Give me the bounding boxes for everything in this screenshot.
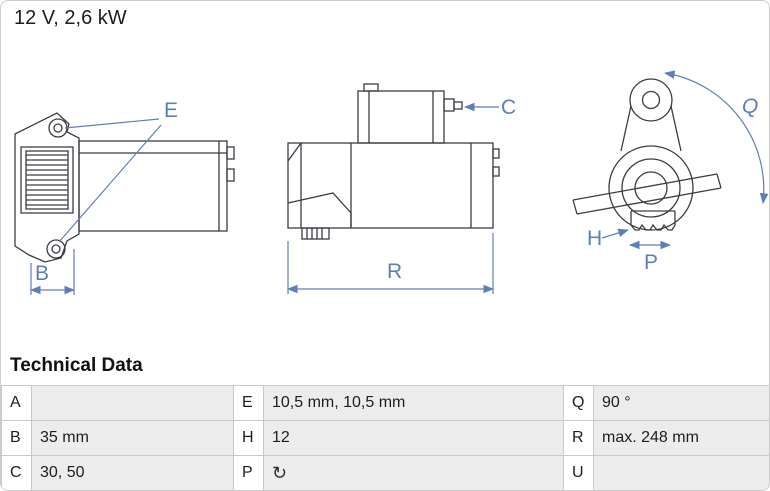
table-row: A E 10,5 mm, 10,5 mm Q 90 ° xyxy=(1,385,769,421)
dimension-label-r: R xyxy=(387,260,402,283)
starter-motor-technical-drawing: E B C R Q H P xyxy=(14,70,769,295)
rotation-direction-icon: ↻ xyxy=(272,462,288,483)
mounting-plate xyxy=(572,173,722,215)
cell-value-b: 35 mm xyxy=(31,420,234,456)
technical-data-title: Technical Data xyxy=(10,355,143,376)
dimension-lines xyxy=(29,70,769,295)
vent-hatch-lines xyxy=(26,154,68,206)
cell-value-u xyxy=(593,455,769,490)
end-view-drawing xyxy=(572,78,722,231)
dimension-label-b: B xyxy=(35,262,49,285)
table-row: C 30, 50 P ↻ U xyxy=(1,455,769,490)
cell-value-c: 30, 50 xyxy=(31,455,234,490)
dimension-label-c: C xyxy=(501,96,516,119)
dimension-label-h: H xyxy=(587,227,602,250)
cell-value-h: 12 xyxy=(263,420,564,456)
cell-key-e: E xyxy=(233,385,264,421)
pinion-gear xyxy=(630,210,676,231)
power-rating-label: 12 V, 2,6 kW xyxy=(14,7,127,29)
cell-value-a xyxy=(31,385,234,421)
cell-key-u: U xyxy=(563,455,594,490)
dimension-label-e: E xyxy=(164,99,178,122)
left-view-drawing xyxy=(14,112,235,263)
cell-value-p: ↻ xyxy=(263,455,564,490)
cell-key-r: R xyxy=(563,420,594,456)
cell-value-r: max. 248 mm xyxy=(593,420,769,456)
cell-key-h: H xyxy=(233,420,264,456)
cell-key-b: B xyxy=(1,420,32,456)
cell-key-c: C xyxy=(1,455,32,490)
cell-key-q: Q xyxy=(563,385,594,421)
dimension-label-p: P xyxy=(644,251,658,274)
cell-key-a: A xyxy=(1,385,32,421)
dimension-label-q: Q xyxy=(742,95,758,118)
cell-key-p: P xyxy=(233,455,264,490)
cell-value-e: 10,5 mm, 10,5 mm xyxy=(263,385,564,421)
cell-value-q: 90 ° xyxy=(593,385,769,421)
table-row: B 35 mm H 12 R max. 248 mm xyxy=(1,420,769,456)
technical-data-table: A E 10,5 mm, 10,5 mm Q 90 ° B 35 mm H 12… xyxy=(1,385,769,490)
side-view-drawing xyxy=(287,83,500,240)
